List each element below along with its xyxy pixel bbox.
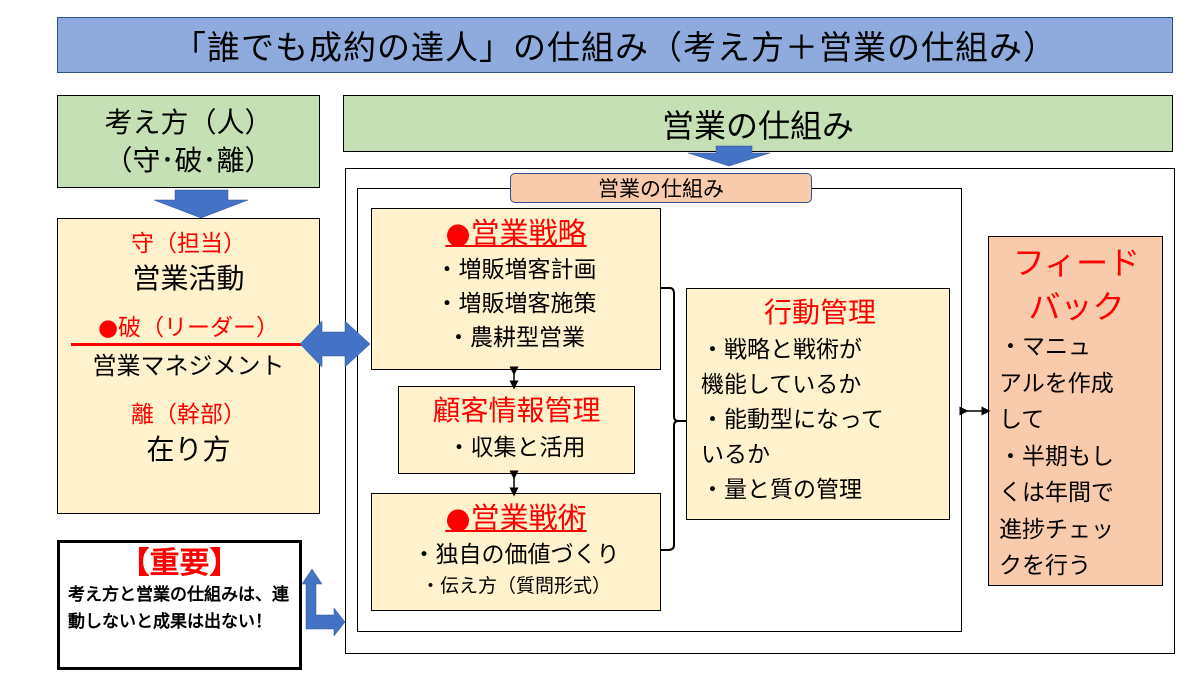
level-ha-title: ●破（リーダー）	[70, 313, 307, 346]
strategy-item: ・増販増客施策	[435, 291, 597, 317]
mindset-levels-box: 守（担当） 営業活動 ●破（リーダー） 営業マネジメント 離（幹部） 在り方	[57, 218, 320, 514]
level-shu-title: 守（担当）	[131, 231, 246, 257]
level-ri-title: 離（幹部）	[131, 402, 246, 428]
important-note: 【重要】 考え方と営業の仕組みは、連動しないと成果は出ない！	[57, 540, 302, 670]
feedback-line: アルを作成	[999, 370, 1114, 397]
sales-system-header: 営業の仕組み	[343, 95, 1173, 152]
strategy-item: ・農耕型営業	[447, 325, 585, 351]
action-line: ・戦略と戦術が	[701, 337, 862, 363]
feedback-title-line1: フィード	[1012, 244, 1141, 282]
feedback-line: クを行う	[999, 553, 1091, 579]
mindset-header-line2: （守･破･離）	[104, 143, 273, 177]
action-line: ・能動型になって	[701, 407, 884, 433]
sales-tactics-box: ●営業戦術 ・独自の価値づくり ・伝え方（質問形式）	[371, 493, 661, 611]
important-title: 【重要】	[119, 546, 240, 581]
action-line: ・量と質の管理	[701, 477, 862, 503]
mindset-header: 考え方（人） （守･破･離）	[57, 95, 320, 188]
action-management-title: 行動管理	[763, 296, 876, 329]
feedback-box: フィード バック ・マニュ アルを作成 して ・半期もし くは年間で 進捗チェッ…	[988, 236, 1163, 586]
feedback-line: して	[999, 407, 1045, 433]
feedback-line: ・マニュ	[999, 334, 1091, 360]
customer-info-item: ・収集と活用	[447, 435, 586, 461]
level-ha-body: 営業マネジメント	[92, 352, 285, 380]
tactics-item: ・伝え方（質問形式）	[420, 575, 611, 597]
important-body: 考え方と営業の仕組みは、連動しないと成果は出ない！	[68, 585, 289, 632]
sales-tactics-title: ●営業戦術	[445, 501, 587, 535]
l-arrow-icon	[301, 568, 346, 637]
mindset-header-line1: 考え方（人）	[104, 105, 273, 139]
action-management-box: 行動管理 ・戦略と戦術が 機能しているか ・能動型になって いるか ・量と質の管…	[686, 288, 950, 520]
feedback-line: ・半期もし	[999, 443, 1114, 470]
feedback-title-line2: バック	[1028, 288, 1125, 326]
down-arrow-icon	[153, 189, 249, 219]
diagram-title: 「誰でも成約の達人」の仕組み（考え方＋営業の仕組み）	[57, 17, 1173, 73]
action-line: 機能しているか	[701, 372, 862, 398]
sales-strategy-box: ●営業戦略 ・増販増客計画 ・増販増客施策 ・農耕型営業	[371, 208, 661, 370]
feedback-line: くは年間で	[999, 480, 1114, 506]
strategy-item: ・増販増客計画	[435, 257, 597, 283]
level-ri-body: 在り方	[146, 433, 231, 466]
action-line: いるか	[701, 442, 770, 468]
sales-strategy-title: ●営業戦略	[445, 216, 587, 250]
tactics-item: ・独自の価値づくり	[412, 542, 620, 568]
customer-info-box: 顧客情報管理 ・収集と活用	[398, 386, 635, 474]
level-shu-body: 営業活動	[132, 262, 245, 295]
customer-info-title: 顧客情報管理	[432, 394, 601, 427]
sales-system-inner-label: 営業の仕組み	[510, 173, 812, 203]
feedback-line: 進捗チェッ	[999, 516, 1114, 543]
